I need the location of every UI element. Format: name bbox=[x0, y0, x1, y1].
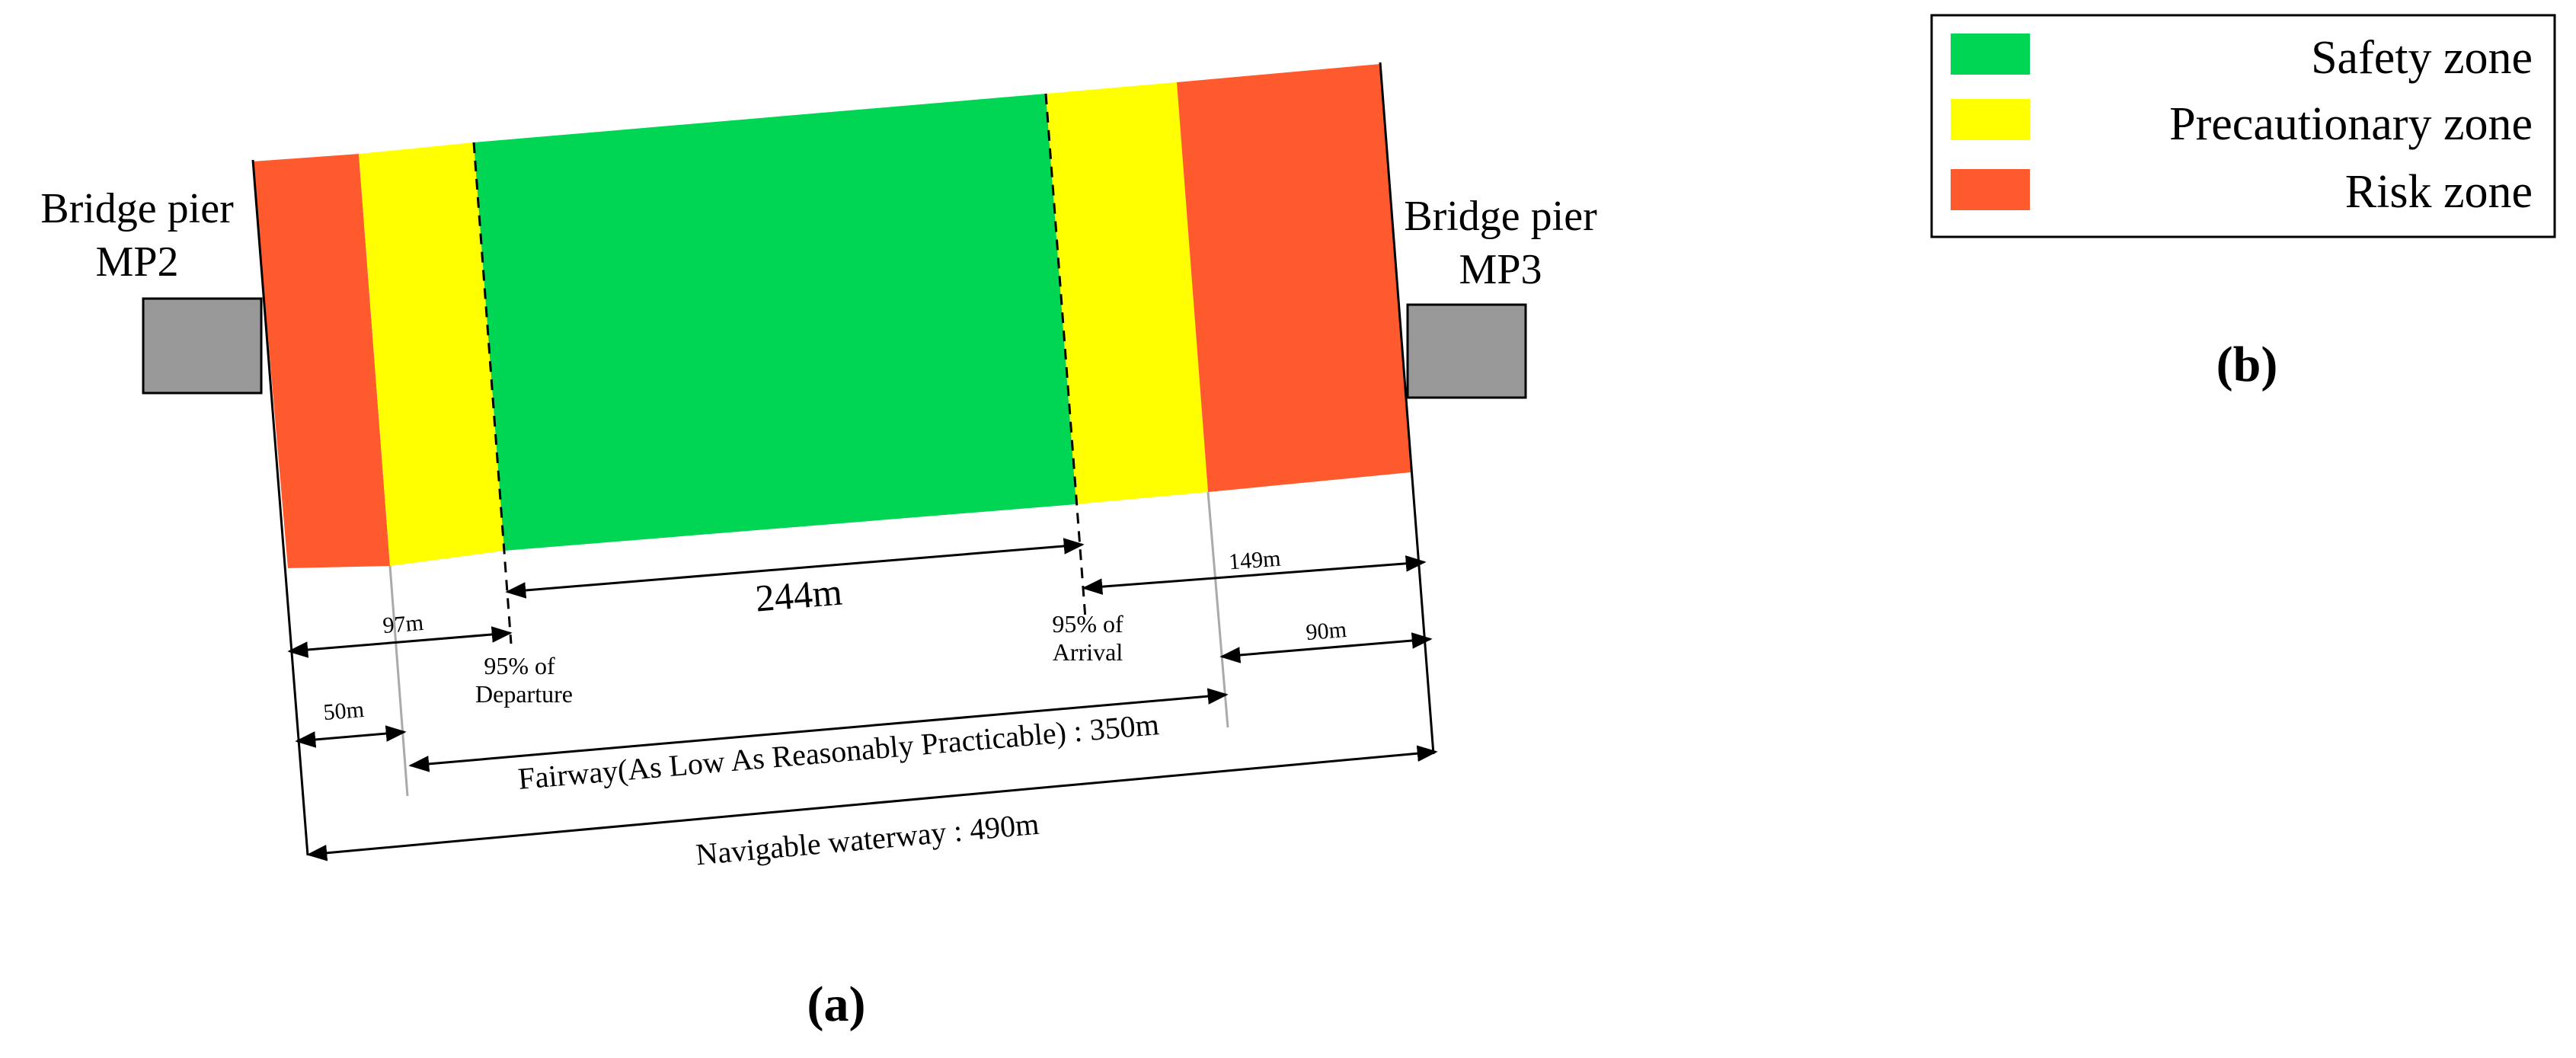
precautionary-zone-left bbox=[359, 142, 504, 566]
label-navigable: Navigable waterway : 490m bbox=[695, 807, 1040, 872]
label-departure-line2: Departure bbox=[475, 680, 573, 708]
label-departure-line1: 95% of bbox=[484, 652, 555, 679]
label-arrival-line2: Arrival bbox=[1053, 638, 1123, 666]
arrow-97m bbox=[287, 626, 513, 658]
legend-swatch-precautionary bbox=[1951, 99, 2030, 140]
legend-swatch-safety bbox=[1951, 34, 2030, 75]
panel-label-a: (a) bbox=[807, 976, 866, 1032]
legend-frame bbox=[1930, 14, 2556, 238]
panel-label-b: (b) bbox=[2216, 337, 2278, 392]
risk-zone-left bbox=[253, 154, 390, 568]
pier-mp2-label-line2: MP2 bbox=[96, 238, 179, 286]
arrow-149m bbox=[1082, 555, 1427, 595]
label-50m: 50m bbox=[322, 697, 365, 725]
label-97m: 97m bbox=[382, 610, 424, 638]
label-244m: 244m bbox=[754, 570, 844, 619]
label-arrival-line1: 95% of bbox=[1052, 610, 1123, 638]
arrow-244m bbox=[505, 538, 1085, 599]
label-149m: 149m bbox=[1228, 546, 1282, 575]
pier-mp3 bbox=[1406, 303, 1527, 399]
label-fairway: Fairway(As Low As Reasonably Practicable… bbox=[516, 707, 1160, 796]
risk-zone-right bbox=[1177, 64, 1411, 492]
pier-mp2 bbox=[142, 297, 263, 395]
pier-mp2-label-line1: Bridge pier bbox=[40, 185, 234, 232]
arrow-50m bbox=[295, 725, 407, 748]
arrow-navigable bbox=[306, 745, 1438, 861]
legend-label-safety: Safety zone bbox=[2311, 32, 2533, 84]
arrow-90m bbox=[1219, 632, 1433, 663]
arrival-95-line bbox=[1044, 93, 1087, 619]
legend-label-precautionary: Precautionary zone bbox=[2169, 98, 2533, 150]
label-90m: 90m bbox=[1305, 617, 1347, 645]
legend-label-risk: Risk zone bbox=[2345, 166, 2533, 218]
fairway-edge-right bbox=[1207, 491, 1229, 728]
pier-mp3-label-line1: Bridge pier bbox=[1404, 193, 1597, 240]
pier-mp3-label-line2: MP3 bbox=[1459, 246, 1542, 293]
safety-zone bbox=[474, 94, 1076, 551]
legend-swatch-risk bbox=[1951, 169, 2030, 210]
departure-95-line bbox=[472, 142, 513, 644]
precautionary-zone-right bbox=[1046, 82, 1208, 504]
legend: Safety zone Precautionary zone Risk zone bbox=[1930, 14, 2556, 238]
fairway-edge-left bbox=[388, 565, 409, 797]
